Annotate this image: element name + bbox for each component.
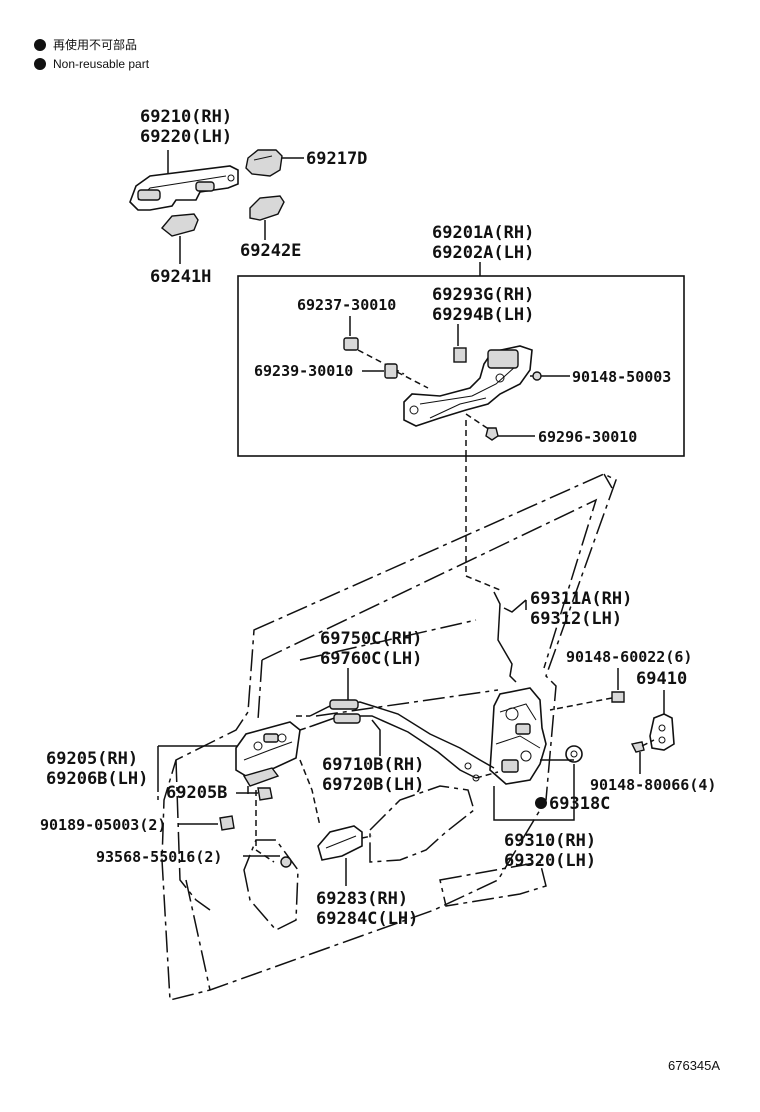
non-reusable-bullet-icon: [535, 797, 547, 809]
screw-d-part[interactable]: [280, 856, 292, 868]
frame-assembly-rh-label[interactable]: 69201A(RH): [432, 223, 534, 243]
cable-b-lh-label[interactable]: 69720B(LH): [322, 775, 424, 795]
clip-a-part[interactable]: [343, 337, 359, 351]
handle-pad-label[interactable]: 69242E: [240, 241, 301, 261]
striker-part[interactable]: [649, 713, 675, 751]
frame-sub-rh-label[interactable]: 69293G(RH): [432, 285, 534, 305]
striker-group: 90148-60022(6) 69410 90148-80066(4): [549, 648, 716, 794]
clip-a-label[interactable]: 69237-30010: [297, 296, 396, 314]
rod-group: 69311A(RH) 69312(LH): [493, 589, 632, 683]
outer-handle-group: 69210(RH) 69220(LH) 69217D 69242E 69241H: [129, 107, 367, 287]
door-lock-group: 69318C 69310(RH) 69320(LH): [489, 687, 610, 871]
screw-a-label[interactable]: 90148-50003: [572, 368, 671, 386]
cable-a-rh-label[interactable]: 69750C(RH): [320, 629, 422, 649]
rod-rh-label[interactable]: 69311A(RH): [530, 589, 632, 609]
screw-c-label[interactable]: 90148-80066(4): [590, 776, 716, 794]
legend-japanese-text: 再使用不可部品: [53, 37, 137, 52]
inner-screw-part[interactable]: [257, 787, 273, 801]
bolt-a-part[interactable]: [485, 427, 499, 441]
cable-b-rh-label[interactable]: 69710B(RH): [322, 755, 424, 775]
frame-assembly-group: 69201A(RH) 69202A(LH) 69293G(RH) 69294B(…: [237, 223, 685, 457]
inner-handle-rh-label[interactable]: 69205(RH): [46, 749, 138, 769]
cover-group: 69283(RH) 69284C(LH): [316, 825, 418, 929]
diagram-id: 676345A: [668, 1058, 720, 1073]
lock-rod-part[interactable]: [493, 591, 517, 683]
inner-bezel-label[interactable]: 69205B: [166, 783, 227, 803]
non-reusable-bullet-icon: [34, 58, 46, 70]
cover-rh-label[interactable]: 69283(RH): [316, 889, 408, 909]
outer-handle-lh-label[interactable]: 69220(LH): [140, 127, 232, 147]
non-reusable-bullet-icon: [34, 39, 46, 51]
clip-b-part[interactable]: [384, 363, 398, 379]
legend: 再使用不可部品 Non-reusable part: [34, 37, 150, 71]
cable-a-lh-label[interactable]: 69760C(LH): [320, 649, 422, 669]
frame-sub-lh-label[interactable]: 69294B(LH): [432, 305, 534, 325]
clip-c-part[interactable]: [219, 815, 235, 831]
bolt-a-label[interactable]: 69296-30010: [538, 428, 637, 446]
rod-lh-label[interactable]: 69312(LH): [530, 609, 622, 629]
handle-cap-part[interactable]: [245, 149, 283, 177]
lock-seal-part[interactable]: [565, 745, 583, 763]
screw-d-label[interactable]: 93568-55016(2): [96, 848, 222, 866]
screw-b-label[interactable]: 90148-60022(6): [566, 648, 692, 666]
fasteners-group: 90189-05003(2) 93568-55016(2): [40, 815, 292, 868]
door-outline: [161, 473, 617, 1001]
screw-c-part[interactable]: [630, 741, 645, 753]
screw-a-part[interactable]: [532, 371, 542, 381]
cover-lh-label[interactable]: 69284C(LH): [316, 909, 418, 929]
clip-b-label[interactable]: 69239-30010: [254, 362, 353, 380]
frame-sub-assembly-part[interactable]: [403, 345, 533, 427]
striker-label[interactable]: 69410: [636, 669, 687, 689]
outer-handle-part[interactable]: [129, 165, 239, 211]
door-lock-rh-label[interactable]: 69310(RH): [504, 831, 596, 851]
inner-bezel-part[interactable]: [242, 767, 280, 787]
clip-c-label[interactable]: 90189-05003(2): [40, 816, 166, 834]
handle-cap-label[interactable]: 69217D: [306, 149, 367, 169]
lock-seal-label[interactable]: 69318C: [549, 794, 610, 814]
outer-handle-rh-label[interactable]: 69210(RH): [140, 107, 232, 127]
inner-handle-lh-label[interactable]: 69206B(LH): [46, 769, 148, 789]
handle-pad-part[interactable]: [249, 195, 285, 221]
handle-base-pad-label[interactable]: 69241H: [150, 267, 211, 287]
frame-assembly-box: [237, 275, 685, 457]
door-lock-lh-label[interactable]: 69320(LH): [504, 851, 596, 871]
cable-b-part[interactable]: [371, 719, 381, 756]
handle-base-pad-part[interactable]: [161, 213, 199, 237]
frame-assembly-lh-label[interactable]: 69202A(LH): [432, 243, 534, 263]
lock-cover-part[interactable]: [317, 825, 363, 861]
cables-group: 69750C(RH) 69760C(LH) 69710B(RH) 69720B(…: [296, 629, 499, 795]
screw-b-part[interactable]: [611, 691, 625, 703]
cable-a-part[interactable]: [309, 699, 495, 779]
legend-english-text: Non-reusable part: [53, 57, 150, 71]
inner-handle-part[interactable]: [235, 721, 301, 777]
inner-handle-group: 69205(RH) 69206B(LH) 69205B: [46, 721, 321, 863]
door-lock-part[interactable]: [489, 687, 547, 785]
